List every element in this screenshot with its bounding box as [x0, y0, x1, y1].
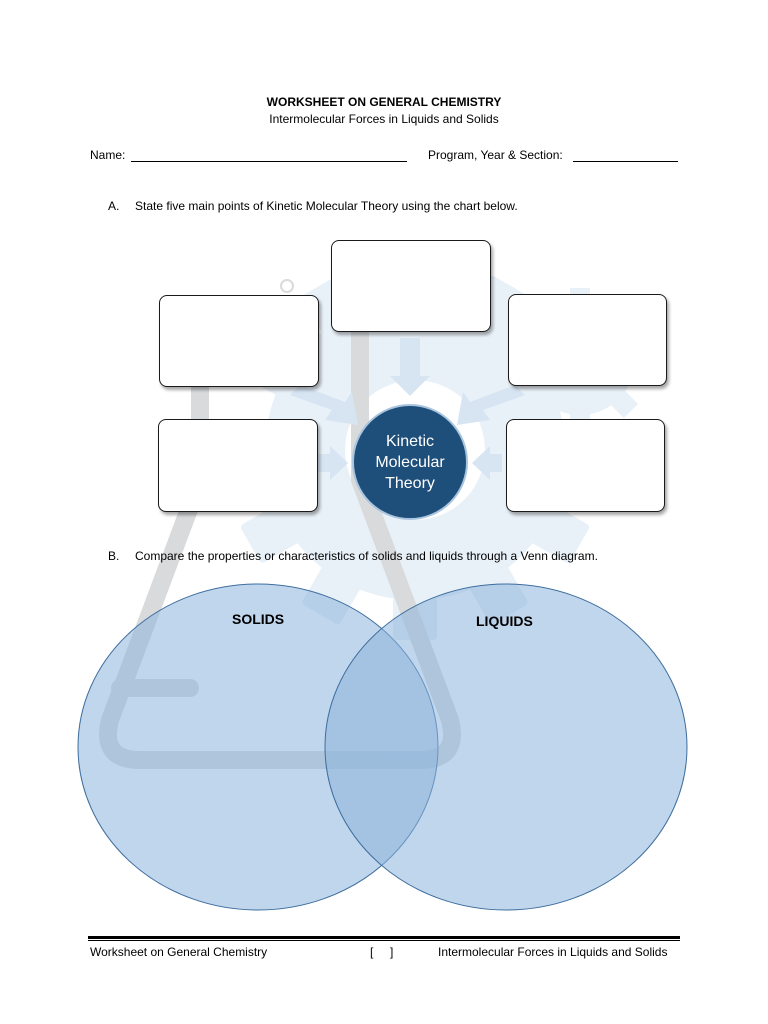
center-line-3: Theory: [385, 474, 435, 492]
section-a-letter: A.: [108, 199, 120, 213]
kinetic-molecular-theory-center: Kinetic Molecular Theory: [352, 404, 468, 520]
section-b-letter: B.: [108, 549, 120, 563]
section-a-text: State five main points of Kinetic Molecu…: [135, 199, 518, 213]
kmt-point-box-lower-left[interactable]: [158, 419, 318, 512]
center-line-1: Kinetic: [385, 432, 434, 450]
venn-label-solids: SOLIDS: [232, 611, 285, 627]
name-label: Name:: [90, 148, 126, 162]
worksheet-title: WORKSHEET ON GENERAL CHEMISTRY: [266, 95, 502, 109]
section-b-text: Compare the properties or characteristic…: [135, 549, 598, 563]
footer-right-text: Intermolecular Forces in Liquids and Sol…: [438, 945, 668, 959]
footer-divider-thin: [88, 940, 680, 941]
footer-page-number: [ ]: [370, 945, 394, 959]
venn-label-liquids: LIQUIDS: [476, 613, 533, 629]
kmt-point-box-upper-left[interactable]: [159, 295, 319, 387]
program-label: Program, Year & Section:: [428, 148, 563, 162]
footer-left-text: Worksheet on General Chemistry: [90, 945, 268, 959]
worksheet-subtitle: Intermolecular Forces in Liquids and Sol…: [269, 112, 499, 126]
kmt-point-box-lower-right[interactable]: [506, 419, 665, 512]
program-field-line[interactable]: [573, 161, 678, 162]
name-field-line[interactable]: [131, 161, 407, 162]
footer-divider: [88, 936, 680, 939]
kmt-point-box-upper-right[interactable]: [508, 294, 667, 386]
center-line-2: Molecular: [375, 453, 445, 471]
venn-circle-liquids: [324, 583, 688, 911]
kmt-point-box-top[interactable]: [331, 240, 491, 332]
